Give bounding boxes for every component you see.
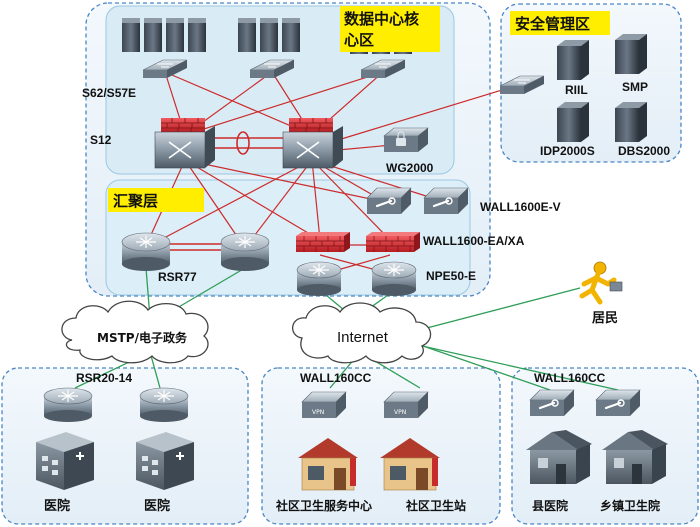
- hospital-1-label: 医院: [44, 498, 70, 514]
- svg-text:VPN: VPN: [394, 409, 406, 416]
- router-npe50-right-icon: [371, 261, 417, 296]
- rsr20-label: RSR20-14: [76, 371, 132, 385]
- smp-label: SMP: [622, 80, 648, 94]
- server-rack-group-left: [122, 18, 206, 52]
- vpn-device-icon: VPN: [383, 391, 429, 418]
- switch-icon: [360, 59, 406, 78]
- datacenter-title-box: [340, 6, 440, 52]
- vpn-device-icon: [529, 389, 575, 416]
- core-switch-right-icon: [282, 118, 343, 169]
- hospital-2-label: 医院: [144, 498, 170, 514]
- county-hospital-house-icon: [526, 430, 592, 484]
- datacenter-title-line1: 数据中心核: [344, 10, 419, 28]
- mstp-cloud: [61, 300, 209, 364]
- hospital-building-icon: [36, 432, 94, 490]
- server-rack-group-middle: [238, 18, 300, 52]
- router-rsr77-left-icon: [121, 232, 171, 271]
- security-title: 安全管理区: [515, 15, 590, 33]
- idp-server-icon: [557, 102, 589, 142]
- wg2000-icon: [383, 127, 429, 152]
- wall160cc-community-label: WALL160CC: [300, 371, 372, 385]
- dbs-label: DBS2000: [618, 144, 670, 158]
- internet-label: Internet: [337, 329, 389, 346]
- branch-router-icon: [43, 387, 93, 422]
- vpn-device-icon: [423, 187, 469, 214]
- idp-label: IDP2000S: [540, 144, 595, 158]
- security-title-box: [510, 11, 610, 35]
- svg-text:VPN: VPN: [312, 409, 324, 416]
- s62-label: S62/S57E: [82, 86, 136, 100]
- branch-router-icon: [139, 387, 189, 422]
- vpn-device-icon: VPN: [301, 391, 347, 418]
- mstp-label: MSTP/电子政务: [97, 330, 188, 345]
- core-switch-left-icon: [154, 118, 215, 169]
- smp-server-icon: [615, 34, 647, 74]
- community-clinic-house-icon: [298, 438, 358, 491]
- npe50-label: NPE50-E: [426, 269, 476, 283]
- switch-icon: [499, 75, 545, 94]
- community-station-label: 社区卫生站: [405, 498, 466, 513]
- datacenter-title-line2: 心区: [344, 31, 374, 49]
- s12-label: S12: [90, 133, 112, 147]
- township-hospital-house-icon: [602, 430, 668, 484]
- hospital-building-icon: [136, 432, 194, 490]
- vpn-device-icon: [595, 389, 641, 416]
- red-links: [144, 71, 516, 276]
- riil-server-icon: [557, 40, 589, 80]
- riil-label: RIIL: [565, 83, 588, 97]
- rsr77-label: RSR77: [158, 270, 197, 284]
- dbs-server-icon: [615, 102, 647, 142]
- firewall-icon: [296, 232, 350, 252]
- wall1600ea-label: WALL1600-EA/XA: [423, 234, 525, 248]
- router-npe50-left-icon: [296, 261, 342, 296]
- wall1600ev-label: WALL1600E-V: [480, 200, 561, 214]
- county-hospital-label: 县医院: [532, 498, 568, 513]
- community-center-label: 社区卫生服务中心: [275, 498, 372, 513]
- switch-icon: [249, 59, 295, 78]
- internet-cloud: [292, 302, 432, 364]
- firewall-icon: [366, 232, 420, 252]
- router-rsr77-right-icon: [220, 232, 270, 271]
- township-hospital-label: 乡镇卫生院: [600, 498, 660, 513]
- wg2000-label: WG2000: [386, 161, 434, 175]
- resident-runner-icon: [579, 261, 623, 305]
- wall160cc-county-label: WALL160CC: [534, 371, 606, 385]
- community-clinic-house-icon: [380, 438, 440, 491]
- aggregation-title: 汇聚层: [113, 192, 158, 210]
- link-aggregation-ring: [236, 131, 250, 155]
- resident-label: 居民: [592, 311, 618, 326]
- aggregation-title-box: [108, 188, 204, 212]
- vpn-device-icon: [366, 187, 412, 214]
- switch-icon: [142, 59, 188, 78]
